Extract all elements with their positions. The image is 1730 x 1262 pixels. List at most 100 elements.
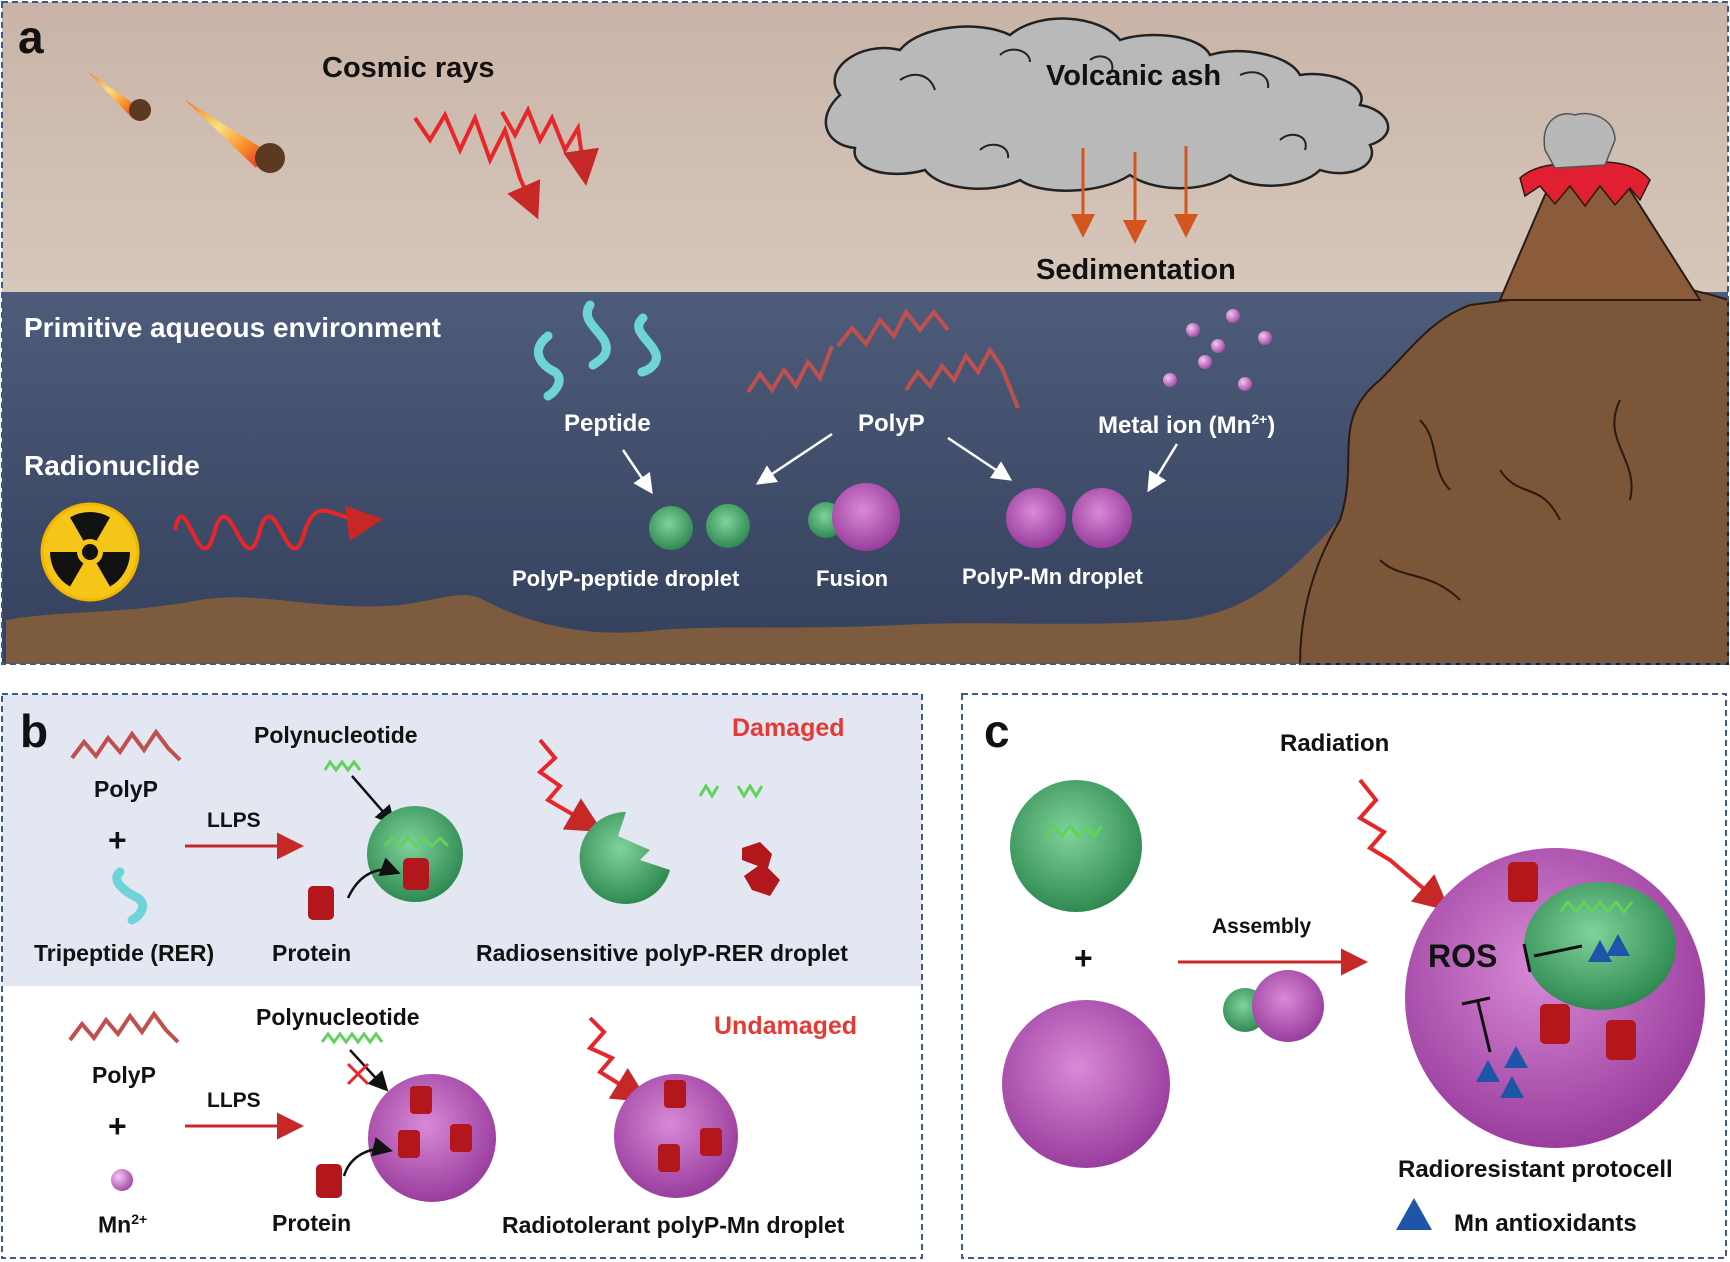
arrow-polynucleotide [349, 1049, 389, 1092]
legend-antioxidant-icon [1396, 1198, 1432, 1230]
label-fusion: Fusion [816, 566, 889, 591]
radiation-hazard-icon [40, 502, 140, 602]
inhibition-bar [1522, 943, 1532, 973]
label-primitive-environment: Primitive aqueous environment [24, 312, 441, 343]
label-llps-bottom: LLPS [207, 1089, 261, 1112]
panel-letter-c: c [984, 705, 1010, 757]
panel-letter-a: a [18, 11, 44, 63]
label-metal-ion: Metal ion (Mn2+) [1098, 411, 1276, 439]
protein-icon [450, 1124, 472, 1152]
arrow-polynucleotide [351, 775, 396, 826]
damaged-protein [742, 842, 780, 896]
panel-a-border [1, 1, 1729, 665]
label-polynucleotide-top: Polynucleotide [254, 722, 418, 748]
panel-b [1, 693, 923, 1259]
cosmic-ray-wave [500, 105, 599, 186]
arrow-polyp-to-mn-droplet [947, 436, 1013, 481]
mn-ion-icon [111, 1169, 133, 1191]
polyp-mn-droplet [368, 1074, 496, 1202]
radiation-wave [1356, 778, 1451, 912]
label-metal-ion-charge: 2+ [1251, 411, 1268, 427]
label-peptide: Peptide [564, 410, 651, 437]
label-cosmic-rays: Cosmic rays [322, 52, 495, 84]
seafloor [6, 520, 1400, 664]
polynucleotide-icon [320, 1031, 384, 1045]
green-droplet [1010, 780, 1142, 912]
label-mn-ion-charge: 2+ [131, 1211, 148, 1227]
label-sedimentation: Sedimentation [1036, 254, 1236, 286]
arrow-protein [346, 857, 401, 899]
label-undamaged: Undamaged [714, 1012, 858, 1040]
label-protein-bottom: Protein [272, 1210, 352, 1236]
protein-icon [1540, 1004, 1570, 1044]
label-polynucleotide-bottom: Polynucleotide [256, 1004, 420, 1030]
arrow-polyp-to-peptide-droplet [755, 432, 833, 485]
meteor-icon [88, 72, 151, 121]
label-tripeptide: Tripeptide (RER) [34, 940, 215, 966]
label-radionuclide: Radionuclide [24, 450, 200, 481]
panel-b-border [1, 693, 923, 1259]
arrow-ion-to-mn-droplet [1147, 443, 1179, 493]
purple-droplet [1002, 1000, 1170, 1168]
polynucleotide-icon [323, 759, 362, 773]
peptide-droplet [649, 506, 693, 550]
mn-droplet [1072, 488, 1132, 548]
meteor-icon [185, 100, 285, 173]
peptide-icon [533, 331, 564, 401]
polyp-chain [904, 346, 1020, 409]
label-b-polyp-top: PolyP [94, 776, 158, 802]
inhibition-bar [1461, 996, 1491, 1006]
radiation-wave [536, 738, 603, 833]
panel-letter-b: b [20, 705, 49, 757]
block-mark [346, 1062, 370, 1086]
protein-icon [700, 1128, 722, 1156]
mn-antioxidant-icon [1500, 1076, 1524, 1098]
label-damaged: Damaged [732, 714, 845, 742]
panel-a [1, 1, 1729, 665]
panel-b-top-bg [2, 694, 922, 986]
peptide-icon [634, 313, 661, 377]
protein-icon [410, 1086, 432, 1114]
protein-icon [658, 1144, 680, 1172]
assembly-purple-droplet [1252, 970, 1324, 1042]
volcanic-ash-cloud [824, 17, 1390, 192]
label-llps-top: LLPS [207, 809, 261, 832]
protein-icon [308, 886, 334, 920]
polyp-chain [68, 1010, 180, 1044]
polyp-rer-droplet [367, 806, 463, 902]
mn-ion-cluster [1163, 309, 1272, 391]
mn-antioxidant-icon [1606, 934, 1630, 956]
cloud-details [899, 48, 1307, 159]
inhibition-line [1476, 1001, 1492, 1053]
protein-icon [398, 1130, 420, 1158]
label-radiation: Radiation [1280, 730, 1390, 757]
label-b-polyp-bottom: PolyP [92, 1062, 156, 1088]
broken-polynucleotide [736, 783, 764, 799]
label-polyp-peptide-droplet: PolyP-peptide droplet [512, 566, 740, 591]
label-polyp-mn-droplet: PolyP-Mn droplet [962, 564, 1143, 589]
label-ros: ROS [1428, 938, 1498, 974]
plus-b-bottom: + [108, 1108, 127, 1144]
encapsulated-polynucleotide [383, 835, 450, 849]
label-mn-ion: Mn2+ [98, 1211, 148, 1238]
label-radiosensitive: Radiosensitive polyP-RER droplet [476, 940, 848, 966]
radiation-wave [586, 1016, 649, 1103]
plus-b-top: + [108, 822, 127, 858]
mn-antioxidant-icon [1476, 1060, 1500, 1082]
label-radiotolerant: Radiotolerant polyP-Mn droplet [502, 1212, 845, 1238]
mn-antioxidant-icon [1504, 1046, 1528, 1068]
damaged-droplet [579, 811, 670, 904]
label-mn-antioxidants: Mn antioxidants [1454, 1210, 1637, 1237]
protein-icon [664, 1080, 686, 1108]
cliff-cracks [1379, 399, 1633, 601]
label-protein-top: Protein [272, 940, 352, 966]
cosmic-ray-wave [413, 110, 541, 220]
label-assembly: Assembly [1212, 915, 1312, 938]
mn-antioxidant-icon [1588, 940, 1612, 962]
panel-c [961, 693, 1727, 1259]
polyp-chain [70, 728, 182, 762]
broken-polynucleotide [698, 783, 720, 799]
plume [1543, 112, 1616, 169]
encapsulated-polynucleotide [1044, 823, 1104, 839]
encapsulated-polynucleotide [1558, 899, 1634, 915]
